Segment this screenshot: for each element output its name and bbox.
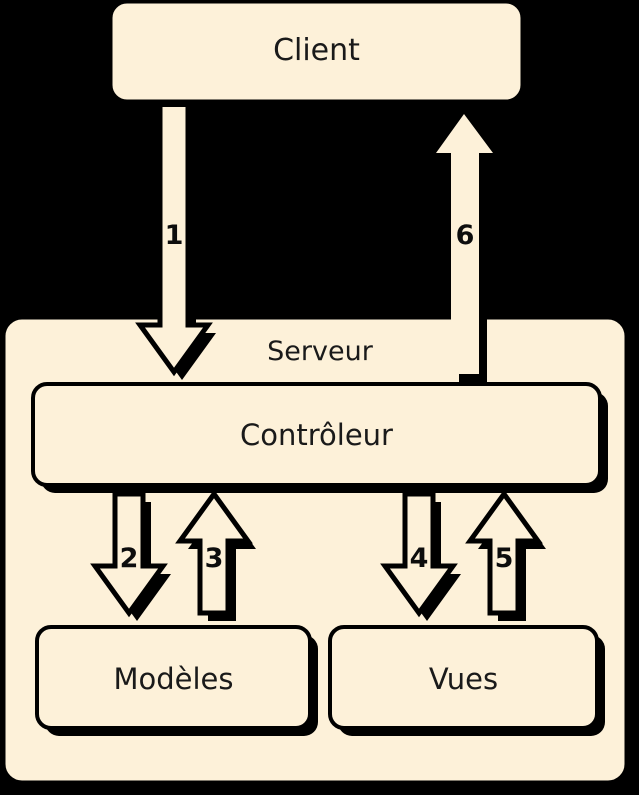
arrow-5[interactable] [465,489,543,616]
arrow-5-number: 5 [494,543,514,574]
arrow-3-number: 3 [204,543,224,574]
arrow-1[interactable] [135,101,213,377]
modeles-box[interactable] [35,625,312,730]
serveur-label: Serveur [267,336,373,367]
vues-label: Vues [428,662,499,696]
arrow-6[interactable] [436,114,493,374]
client-label: Client [273,33,360,68]
modeles-label: Modèles [113,662,234,696]
arrow-1-number: 1 [164,220,184,251]
controleur-box[interactable] [31,382,602,487]
arrow-3[interactable] [175,489,253,616]
arrow-2[interactable] [90,491,168,618]
vues-box[interactable] [328,625,599,730]
client-box[interactable] [112,3,521,100]
controleur-label: Contrôleur [240,418,393,452]
arrow-2-number: 2 [119,543,139,574]
arrow-4[interactable] [380,491,458,618]
arrow-4-number: 4 [409,543,429,574]
arrow-6-number: 6 [455,220,475,251]
